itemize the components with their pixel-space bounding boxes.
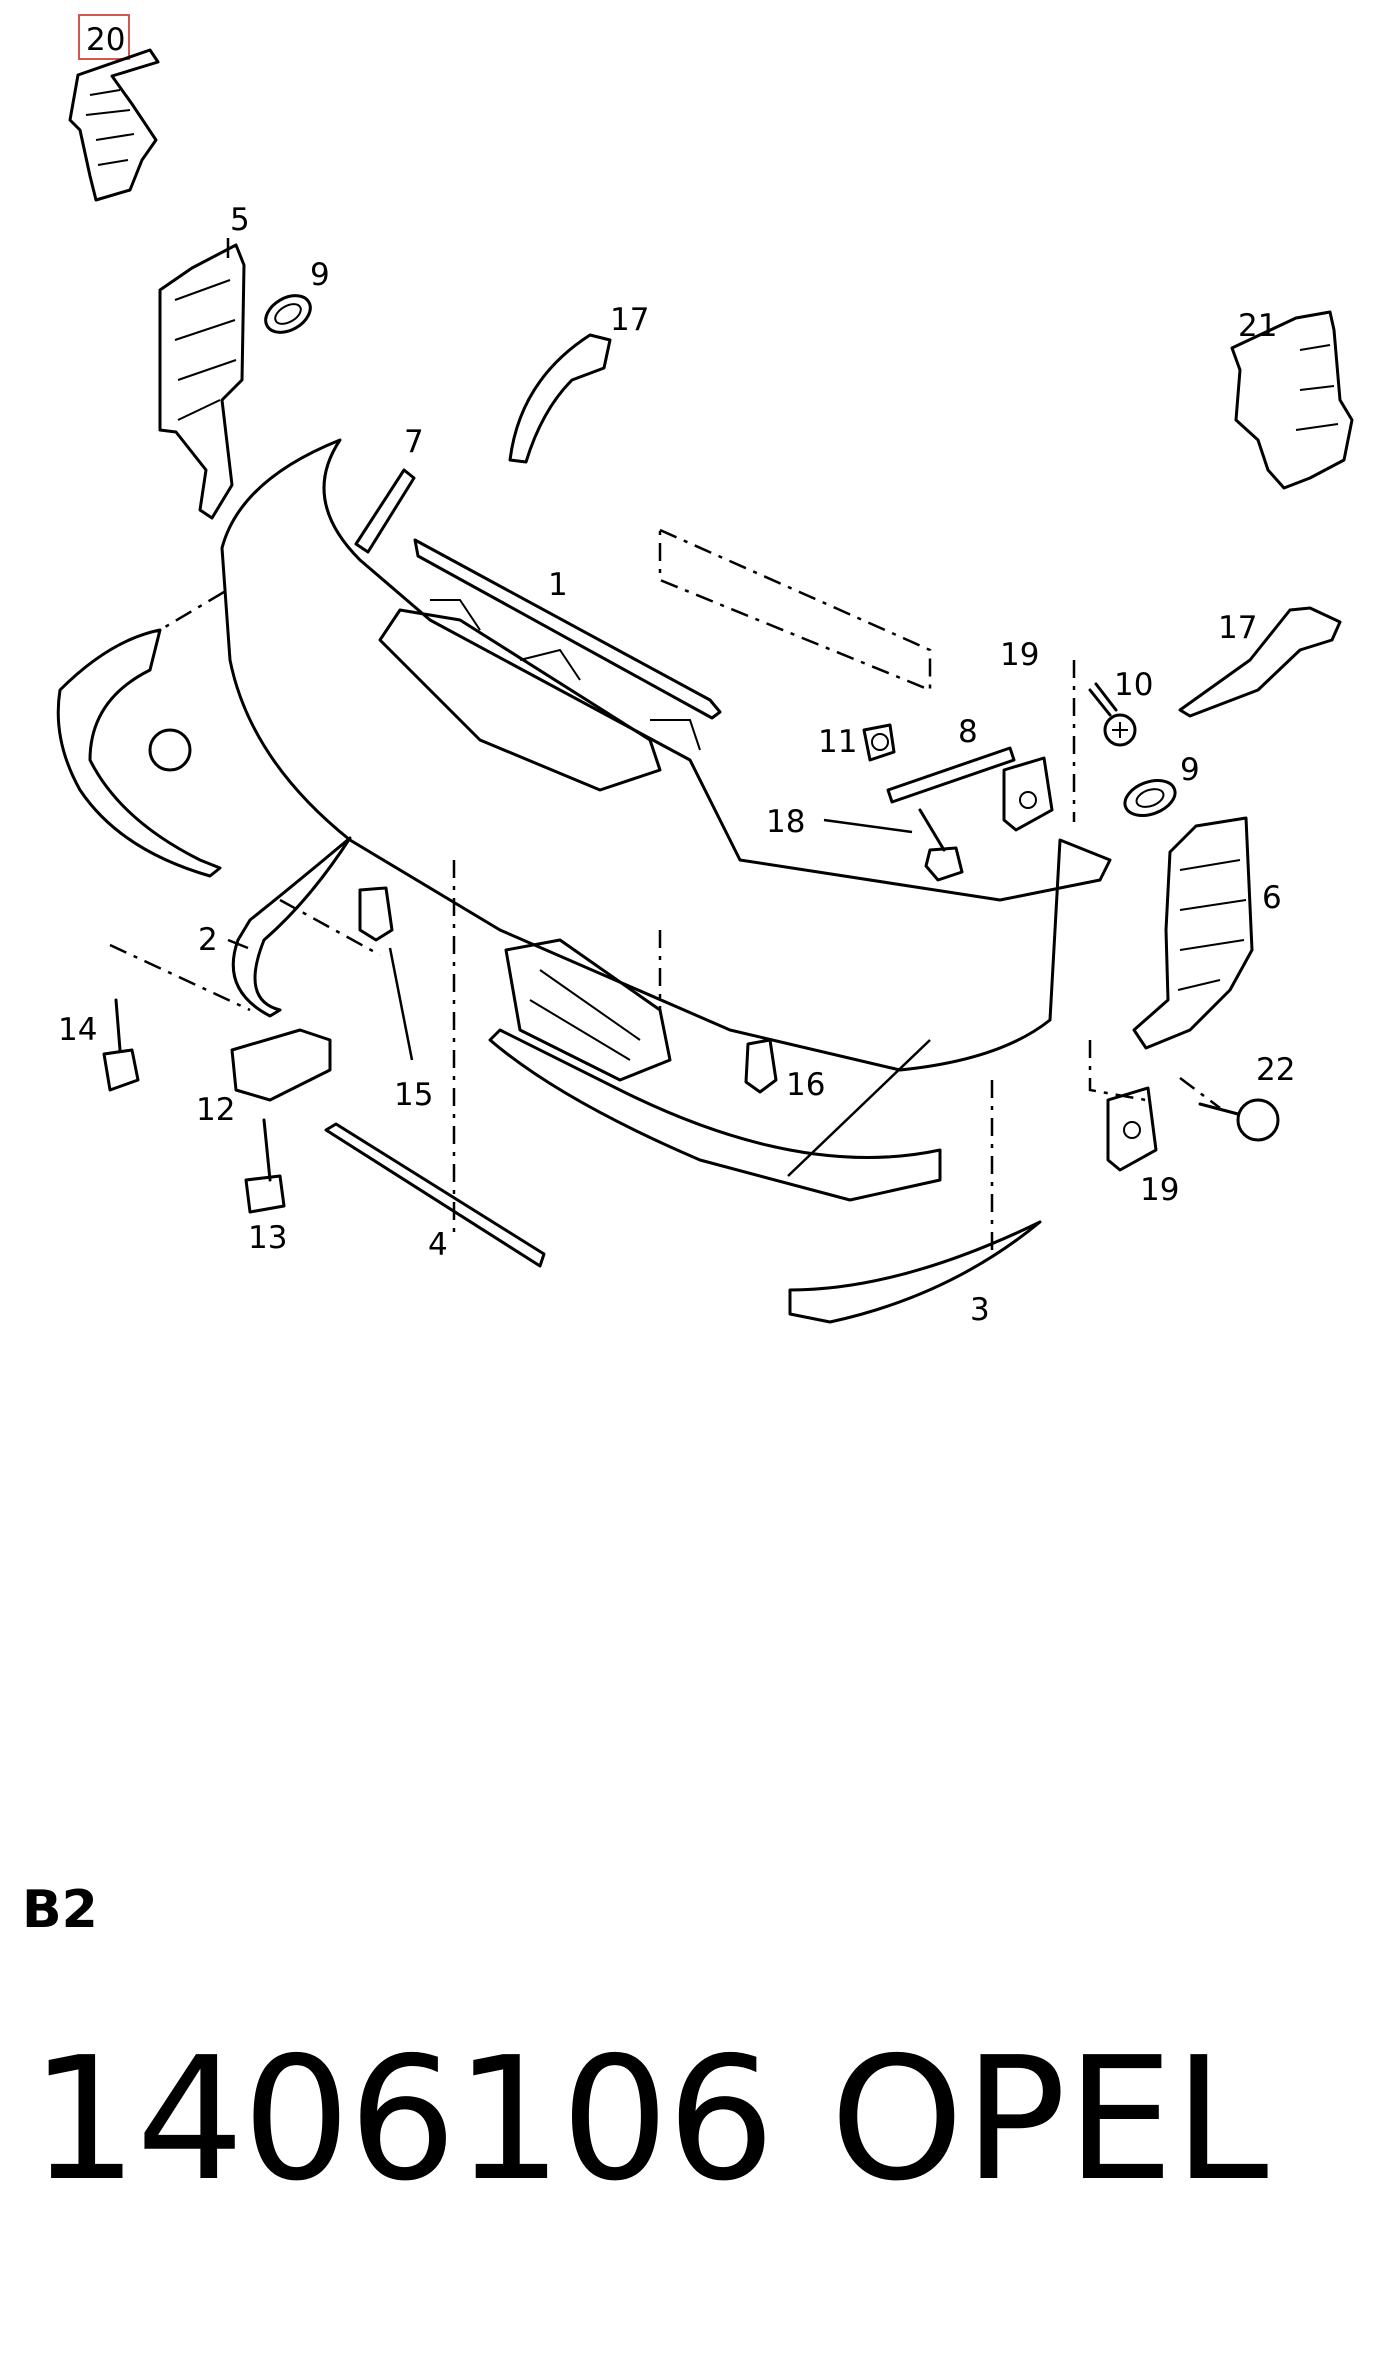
- part-1-bumper-cover[interactable]: [220, 438, 1112, 1072]
- part-4-lower-strip[interactable]: [324, 1122, 546, 1268]
- part-22-screw[interactable]: [1198, 1098, 1280, 1142]
- callout-17-lower: 17: [1218, 610, 1257, 646]
- callout-10: 10: [1114, 667, 1153, 703]
- callout-7: 7: [404, 424, 424, 460]
- part-13-bolt[interactable]: [244, 1118, 286, 1214]
- highlight-box-part-20: [78, 14, 130, 60]
- callout-4: 4: [428, 1227, 448, 1263]
- part-number: 1406106: [30, 2021, 775, 2219]
- part-11-nut-clip[interactable]: [862, 723, 896, 762]
- callout-12: 12: [196, 1092, 235, 1128]
- part-8-bracket-strip[interactable]: [886, 746, 1016, 804]
- part-3-lower-lip[interactable]: [788, 1220, 1042, 1324]
- callout-21: 21: [1238, 308, 1277, 344]
- part-2-corner-trim[interactable]: [231, 836, 352, 1018]
- callout-9-upper: 9: [310, 257, 330, 293]
- callout-19-lower: 19: [1140, 1172, 1179, 1208]
- section-code: B2: [22, 1880, 98, 1940]
- callout-3: 3: [970, 1292, 990, 1328]
- part-14-screw[interactable]: [102, 998, 140, 1092]
- exploded-parts-diagram: 20 5 9 17 21 7 1 17 19 10 11 8 9 18 6 2 …: [56, 22, 1354, 1328]
- assembly-dashed-lines: [109, 590, 1221, 1250]
- callout-16: 16: [786, 1067, 825, 1103]
- part-left-fascia[interactable]: [56, 628, 222, 878]
- license-plate-area-outline: [658, 528, 932, 692]
- callout-19-upper: 19: [1000, 637, 1039, 673]
- part-9-grommet-lower[interactable]: [1120, 774, 1180, 822]
- callout-1: 1: [548, 567, 568, 603]
- part-15-push-clip-left[interactable]: [358, 886, 394, 942]
- callout-2: 2: [198, 922, 218, 958]
- part-9-grommet-upper[interactable]: [259, 288, 317, 340]
- callout-9-lower: 9: [1180, 752, 1200, 788]
- part-6-air-guide-right[interactable]: [1132, 816, 1254, 1050]
- part-lower-spoiler[interactable]: [488, 1028, 942, 1202]
- part-21-bracket-right[interactable]: [1230, 310, 1354, 490]
- callout-22: 22: [1256, 1052, 1295, 1088]
- callout-18: 18: [766, 804, 805, 840]
- callout-5: 5: [230, 202, 250, 238]
- part-16-push-clip-right[interactable]: [744, 1038, 778, 1094]
- part-18-bolt[interactable]: [918, 808, 964, 882]
- leader-lines: [226, 238, 931, 1177]
- part-17-bracket-lower[interactable]: [1178, 606, 1342, 718]
- callout-11: 11: [818, 724, 857, 760]
- callout-15: 15: [394, 1077, 433, 1113]
- part-17-bracket-upper[interactable]: [508, 333, 612, 464]
- callout-8: 8: [958, 714, 978, 750]
- part-19-clip-lower[interactable]: [1106, 1086, 1158, 1172]
- callout-13: 13: [248, 1220, 287, 1256]
- license-plate-bracket[interactable]: [504, 938, 672, 1082]
- brand-name: OPEL: [830, 2021, 1269, 2219]
- part-10-screw[interactable]: [1088, 682, 1137, 747]
- part-7-trim-strip[interactable]: [354, 468, 416, 554]
- callout-14: 14: [58, 1012, 97, 1048]
- callout-20: 20: [86, 22, 125, 58]
- part-5-air-guide-left[interactable]: [158, 243, 246, 520]
- part-12-mount-bracket[interactable]: [230, 1028, 332, 1102]
- part-20-bracket[interactable]: [68, 48, 160, 202]
- part-19-clip-upper[interactable]: [1002, 756, 1054, 832]
- callout-17-upper: 17: [610, 302, 649, 338]
- callout-6: 6: [1262, 880, 1282, 916]
